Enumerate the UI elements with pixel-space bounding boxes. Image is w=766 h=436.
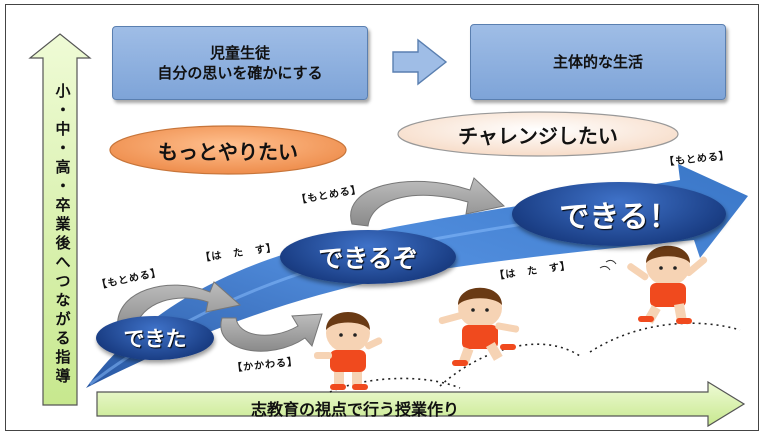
- vertical-label-char: ・: [55, 177, 71, 195]
- vertical-label-char: る: [55, 329, 71, 347]
- vertical-label-char: な: [55, 291, 71, 309]
- vertical-guidance-label: 小・中・高・卒業後へつながる指導: [52, 82, 74, 386]
- child-figure-2: [438, 287, 520, 366]
- child-figure-3: [599, 245, 708, 324]
- bubble-motto-label: もっとやりたい: [158, 139, 298, 164]
- vertical-up-arrow: [28, 33, 92, 406]
- dotted-jump-path: [329, 322, 741, 393]
- curl-arrow-2: [220, 313, 323, 352]
- vertical-label-char: ・: [55, 139, 71, 157]
- bubble-motto-shape: [109, 125, 347, 175]
- vertical-label-char: 小: [55, 82, 71, 100]
- vertical-label-char: 業: [55, 215, 71, 233]
- curl-arrow-1: [117, 281, 242, 333]
- top-box-students: 児童生徒 自分の思いを確かにする: [112, 26, 368, 100]
- child-figure-1: [314, 312, 383, 390]
- vertical-label-char: が: [55, 310, 71, 328]
- stage-dekita: できた: [96, 316, 214, 360]
- vertical-label-char: 中: [55, 120, 71, 138]
- vertical-label-char: 後: [55, 234, 71, 252]
- curl-arrow-3: [350, 177, 506, 227]
- bubble-challenge: チャレンジしたい: [398, 117, 678, 151]
- top-box-students-line2: 自分の思いを確かにする: [157, 64, 323, 82]
- vertical-label-char: ・: [55, 101, 71, 119]
- vertical-label-char: へ: [55, 253, 71, 271]
- top-box-independent-life: 主体的な生活: [470, 24, 726, 100]
- vertical-label-char: つ: [55, 272, 71, 290]
- bottom-horizontal-arrow: [96, 380, 746, 428]
- vertical-label-char: 高: [55, 158, 71, 176]
- top-connector-arrow: [392, 38, 448, 86]
- top-box-independent-life-label: 主体的な生活: [552, 52, 643, 71]
- stage-dekiruzo: できるぞ: [280, 230, 456, 284]
- top-box-students-line1: 児童生徒: [209, 43, 270, 62]
- stage-dekiruzo-label: できるぞ: [318, 244, 418, 273]
- bubble-challenge-label: チャレンジしたい: [458, 123, 618, 148]
- stage-dekiru: できる！: [512, 182, 726, 246]
- stage-dekita-label: できた: [123, 327, 187, 351]
- vertical-label-char: 指: [55, 348, 71, 366]
- vertical-label-char: 導: [55, 367, 71, 385]
- bubble-motto-yaritai: もっとやりたい: [110, 132, 346, 168]
- vertical-label-char: 卒: [55, 196, 71, 214]
- bottom-arrow-label: 志教育の視点で行う授業作り: [250, 400, 459, 419]
- bubble-challenge-shape: [397, 111, 679, 157]
- stage-dekiru-label: できる！: [559, 200, 679, 235]
